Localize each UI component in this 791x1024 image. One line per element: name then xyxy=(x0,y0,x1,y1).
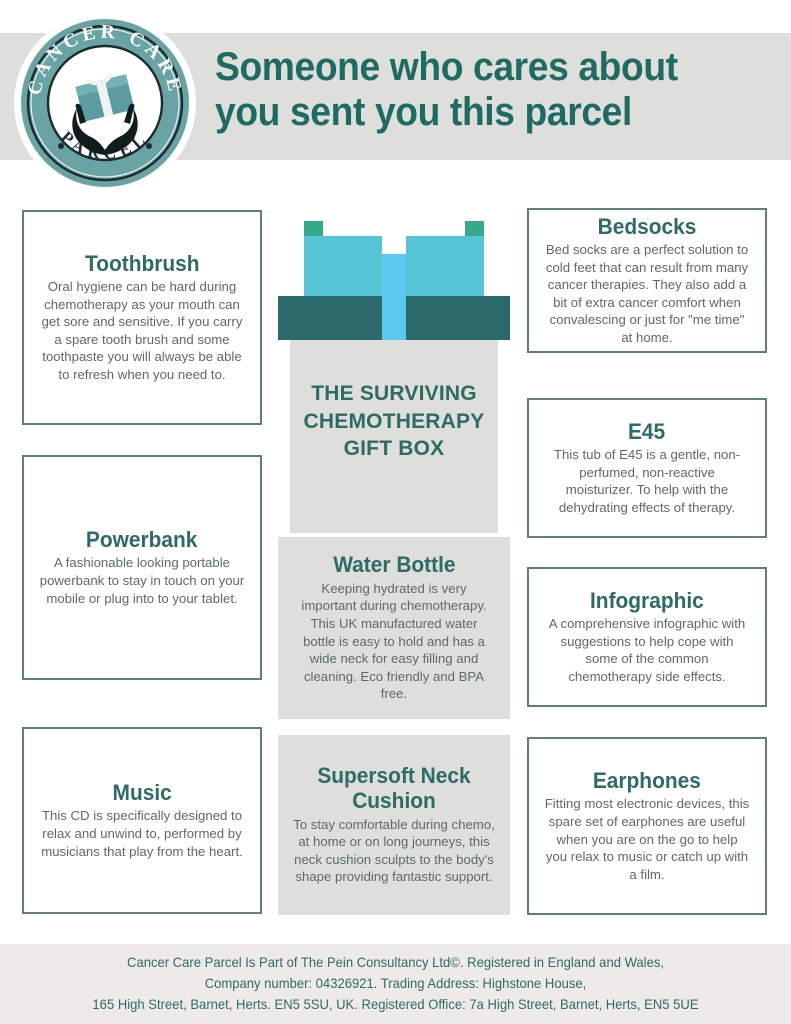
card-powerbank[interactable]: Powerbank A fashionable looking portable… xyxy=(22,455,262,680)
card-water-bottle[interactable]: Water Bottle Keeping hydrated is very im… xyxy=(278,537,510,719)
card-body: Keeping hydrated is very important durin… xyxy=(301,580,487,702)
footer-band xyxy=(0,944,791,1024)
card-title: Earphones xyxy=(592,767,702,793)
card-body: To stay comfortable during chemo, at hom… xyxy=(293,816,495,885)
card-title: E45 xyxy=(628,418,666,444)
card-title: Powerbank xyxy=(86,526,198,552)
card-title: Music xyxy=(112,779,172,805)
cards-grid: THE SURVIVING CHEMOTHERAPY GIFT BOX Toot… xyxy=(0,200,791,930)
card-title: Water Bottle xyxy=(332,552,456,578)
card-title: Supersoft Neck Cushion xyxy=(317,763,471,813)
footer-text: Cancer Care Parcel Is Part of The Pein C… xyxy=(16,952,775,1015)
card-body: Fitting most electronic devices, this sp… xyxy=(544,796,750,882)
gift-box-label-line-1: THE SURVIVING xyxy=(311,382,477,405)
card-body: A fashionable looking portable powerbank… xyxy=(39,555,245,606)
card-body: Bed socks are a perfect solution to cold… xyxy=(545,242,749,345)
card-bedsocks[interactable]: Bedsocks Bed socks are a perfect solutio… xyxy=(527,208,767,353)
card-body: Oral hygiene can be hard during chemothe… xyxy=(41,279,243,382)
page-title-line-1: Someone who cares about xyxy=(215,45,678,89)
card-body: This CD is specifically designed to rela… xyxy=(41,808,243,859)
card-e45[interactable]: E45 This tub of E45 is a gentle, non-per… xyxy=(527,398,767,538)
card-body: This tub of E45 is a gentle, non-perfume… xyxy=(553,447,741,515)
card-title: Toothbrush xyxy=(84,250,200,276)
page-title: Someone who cares about you sent you thi… xyxy=(215,45,736,135)
footer-line-1: Cancer Care Parcel Is Part of The Pein C… xyxy=(127,955,664,970)
footer-line-3: 165 High Street, Barnet, Herts. EN5 5SU,… xyxy=(92,997,699,1013)
footer-line-2: Company number: 04326921. Trading Addres… xyxy=(204,976,587,992)
card-earphones[interactable]: Earphones Fitting most electronic device… xyxy=(527,737,767,915)
card-infographic[interactable]: Infographic A comprehensive infographic … xyxy=(527,567,767,707)
card-supersoft-neck-cushion[interactable]: Supersoft Neck Cushion To stay comfortab… xyxy=(278,735,510,915)
gift-box-label-line-2: CHEMOTHERAPY xyxy=(303,409,485,433)
card-title: Bedsocks xyxy=(597,213,697,239)
gift-box-label: THE SURVIVING CHEMOTHERAPY GIFT BOX xyxy=(278,380,510,463)
gift-box-label-line-3: GIFT BOX xyxy=(343,437,445,461)
gift-box-in-hands-icon xyxy=(72,73,138,155)
page-title-line-2: you sent you this parcel xyxy=(215,89,632,134)
card-toothbrush[interactable]: Toothbrush Oral hygiene can be hard duri… xyxy=(22,210,262,425)
card-title: Infographic xyxy=(590,587,704,613)
card-body: A comprehensive infographic with suggest… xyxy=(548,616,746,684)
card-music[interactable]: Music This CD is specifically designed t… xyxy=(22,727,262,914)
logo: CANCER CARE PARCEL xyxy=(14,12,196,194)
gift-box-illustration xyxy=(278,208,510,533)
